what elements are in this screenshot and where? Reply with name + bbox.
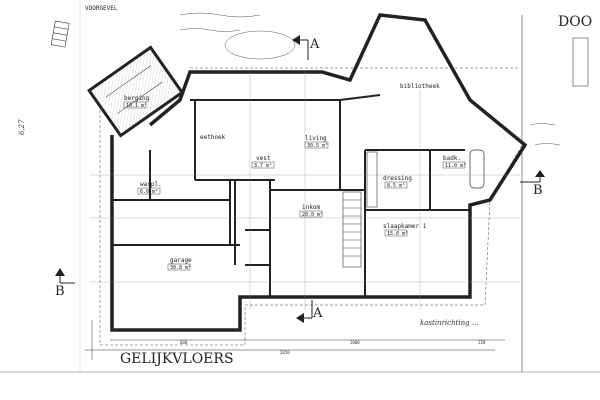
section-marker-a-bottom: A	[296, 300, 323, 323]
dimension-lines	[85, 320, 505, 360]
svg-text:30.5 m²: 30.5 m²	[307, 143, 328, 149]
room-dressing: dressing 8.5 m²	[383, 175, 412, 189]
room-waspl: waspl. 6.0 m²	[137, 181, 162, 195]
svg-text:living: living	[305, 135, 327, 142]
ladder-icon	[50, 20, 70, 48]
dimension-label: 600	[180, 340, 188, 345]
svg-text:3.7 m²: 3.7 m²	[254, 163, 272, 169]
room-berging: berging 10.1 m²	[123, 95, 150, 109]
svg-text:A: A	[309, 37, 320, 52]
interior-walls	[112, 94, 470, 297]
handwritten-scribbles	[179, 12, 561, 146]
svg-text:badk.: badk.	[443, 155, 461, 162]
room-inkom: inkom 20.0 m²	[299, 204, 323, 218]
room-eethoek: eethoek	[200, 134, 226, 141]
svg-text:garage: garage	[170, 257, 192, 264]
room-living: living 30.5 m²	[304, 135, 329, 149]
staircase	[342, 191, 362, 268]
room-bibliotheek: bibliotheek	[400, 83, 440, 90]
svg-text:B: B	[533, 183, 543, 198]
grid-lines	[90, 70, 520, 310]
dimension-label: 1000	[350, 340, 360, 345]
section-marker-b-left: B	[55, 268, 75, 299]
handwritten-note: 6,27	[18, 119, 26, 135]
floor-title: GELIJKVLOERS	[120, 351, 234, 367]
svg-text:15.0 m²: 15.0 m²	[387, 231, 408, 237]
bathtub	[469, 149, 485, 189]
svg-text:6.0 m²: 6.0 m²	[140, 189, 158, 195]
room-vest: vest 3.7 m²	[251, 155, 275, 169]
dimension-label: 120	[478, 340, 486, 345]
svg-text:dressing: dressing	[383, 175, 412, 182]
room-badkamer: badk. 11.0 m²	[442, 155, 466, 169]
svg-text:10.1 m²: 10.1 m²	[126, 103, 147, 109]
outer-walls	[110, 13, 528, 332]
svg-text:B: B	[55, 284, 65, 299]
room-garage: garage 30.8 m²	[167, 257, 192, 271]
svg-text:A: A	[312, 306, 323, 321]
svg-text:vest: vest	[256, 155, 271, 162]
section-marker-a-top: A	[292, 35, 320, 60]
room-slaapkamer-1: slaapkamer 1 15.0 m²	[383, 223, 427, 237]
svg-text:8.5 m²: 8.5 m²	[387, 183, 405, 189]
handwritten-note: kastinrichting ...	[420, 319, 479, 327]
elevation-title: VOORGEVEL	[85, 5, 118, 12]
svg-text:berging: berging	[124, 95, 150, 102]
svg-text:inkom: inkom	[302, 204, 320, 211]
svg-text:slaapkamer 1: slaapkamer 1	[383, 223, 427, 230]
svg-text:20.0 m²: 20.0 m²	[302, 212, 323, 218]
svg-text:30.8 m²: 30.8 m²	[170, 265, 191, 271]
svg-text:waspl.: waspl.	[140, 181, 162, 188]
cupboard	[366, 151, 378, 208]
svg-text:bibliotheek: bibliotheek	[400, 83, 440, 90]
legend-box	[572, 37, 589, 87]
corner-title: DOO	[558, 14, 592, 30]
svg-text:eethoek: eethoek	[200, 134, 226, 141]
berging-block	[87, 45, 185, 138]
svg-text:11.0 m²: 11.0 m²	[445, 163, 466, 169]
section-marker-b-right: B	[520, 170, 545, 198]
dimension-label: 2050	[280, 350, 290, 355]
